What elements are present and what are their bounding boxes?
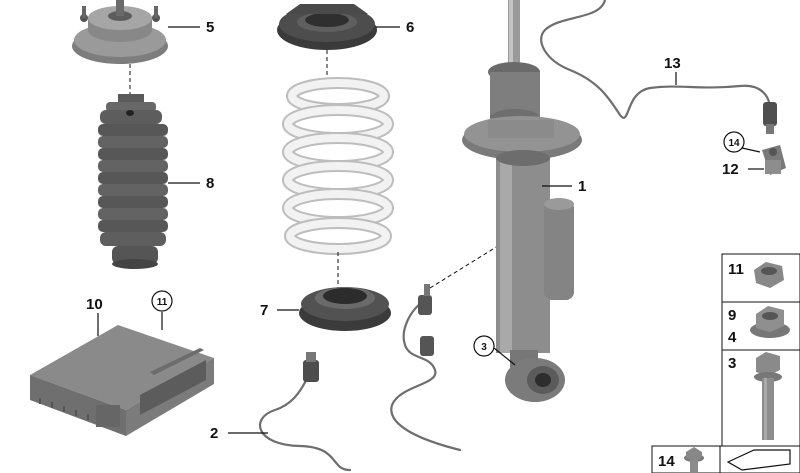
- bolt-icon[interactable]: [754, 352, 782, 440]
- shock-absorber-icon[interactable]: [462, 0, 582, 402]
- dust-boot-icon[interactable]: [98, 94, 168, 269]
- callout-11-circle: 11: [157, 297, 168, 308]
- top-mount-icon[interactable]: [72, 0, 168, 64]
- callout-1: 1: [578, 178, 586, 195]
- callout-6: 6: [406, 19, 414, 36]
- spring-pad-icon[interactable]: [277, 4, 377, 50]
- control-unit-icon[interactable]: [30, 325, 214, 436]
- sensor-cable-icon[interactable]: [540, 0, 777, 134]
- callout-7: 7: [260, 302, 268, 319]
- bracket-icon[interactable]: [762, 145, 786, 175]
- legend-3: 3: [728, 355, 736, 372]
- arrow-icon: [726, 449, 791, 471]
- sensor-cable-icon[interactable]: [258, 352, 352, 472]
- callout-8: 8: [206, 175, 214, 192]
- flange-nut-icon[interactable]: [750, 306, 790, 338]
- callout-14-circle: 14: [728, 138, 740, 149]
- callout-5: 5: [206, 19, 214, 36]
- sensor-cable-icon[interactable]: [390, 284, 462, 452]
- legend-11: 11: [728, 261, 744, 278]
- coil-spring-icon[interactable]: [282, 77, 394, 255]
- callout-13: 13: [664, 55, 681, 72]
- lower-spring-pad-icon[interactable]: [299, 287, 391, 331]
- callout-2: 2: [210, 425, 218, 442]
- callout-12: 12: [722, 161, 739, 178]
- callout-3-circle: 3: [481, 342, 487, 353]
- screw-icon[interactable]: [684, 447, 704, 473]
- hex-nut-icon[interactable]: [754, 262, 784, 288]
- legend-4: 4: [728, 329, 737, 346]
- legend-14: 14: [658, 453, 675, 470]
- legend-9: 9: [728, 307, 736, 324]
- callout-10: 10: [86, 296, 103, 313]
